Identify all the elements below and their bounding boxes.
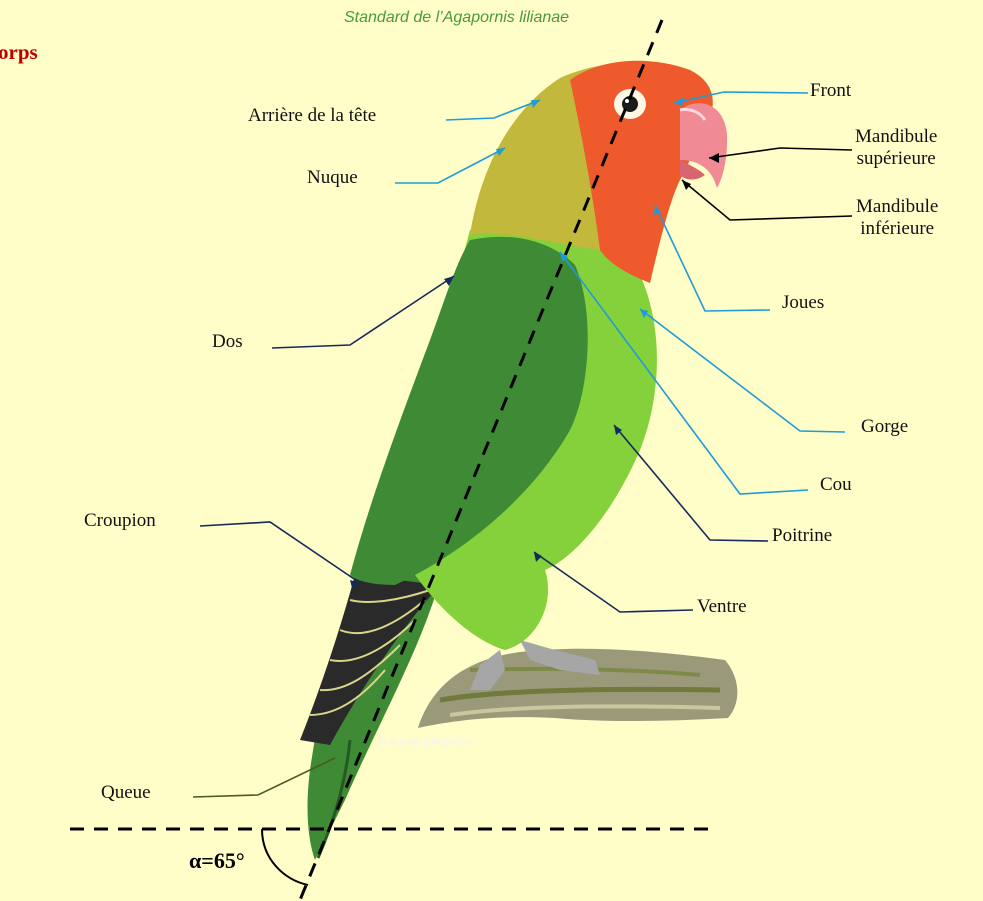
leader-joues [655, 205, 770, 311]
label-joues: Joues [782, 292, 824, 314]
label-cou: Cou [820, 474, 852, 496]
label-mandibule-superieure: Mandibule supérieure [855, 126, 937, 170]
label-dos: Dos [212, 331, 243, 353]
label-arriere-tete: Arrière de la tête [248, 105, 376, 127]
angle-label: α=65° [189, 848, 245, 874]
label-mandibule-inferieure: Mandibule inférieure [856, 196, 938, 240]
label-croupion: Croupion [84, 510, 156, 532]
eye [614, 89, 646, 119]
beak [680, 103, 727, 188]
label-ventre: Ventre [697, 596, 747, 618]
label-gorge: Gorge [861, 416, 908, 438]
angle-arc [262, 829, 308, 885]
leader-mandibule-inf [682, 180, 852, 220]
label-queue: Queue [101, 782, 151, 804]
image-credit: © Aurélie GRIGNON [380, 737, 471, 748]
page-heading: orps [0, 40, 38, 65]
leader-mandibule-sup [709, 148, 852, 158]
label-mandibule-inf-line1: Mandibule [856, 196, 938, 218]
label-poitrine: Poitrine [772, 525, 832, 547]
label-mandibule-sup-line2: supérieure [855, 148, 937, 170]
leader-dos [272, 276, 454, 348]
leader-croupion [200, 522, 360, 583]
label-front: Front [810, 80, 851, 102]
label-mandibule-inf-line2: inférieure [856, 218, 938, 240]
diagram-subtitle: Standard de l’Agapornis lilianae [344, 9, 569, 27]
label-mandibule-sup-line1: Mandibule [855, 126, 937, 148]
label-nuque: Nuque [307, 167, 358, 189]
leader-gorge [640, 309, 845, 432]
